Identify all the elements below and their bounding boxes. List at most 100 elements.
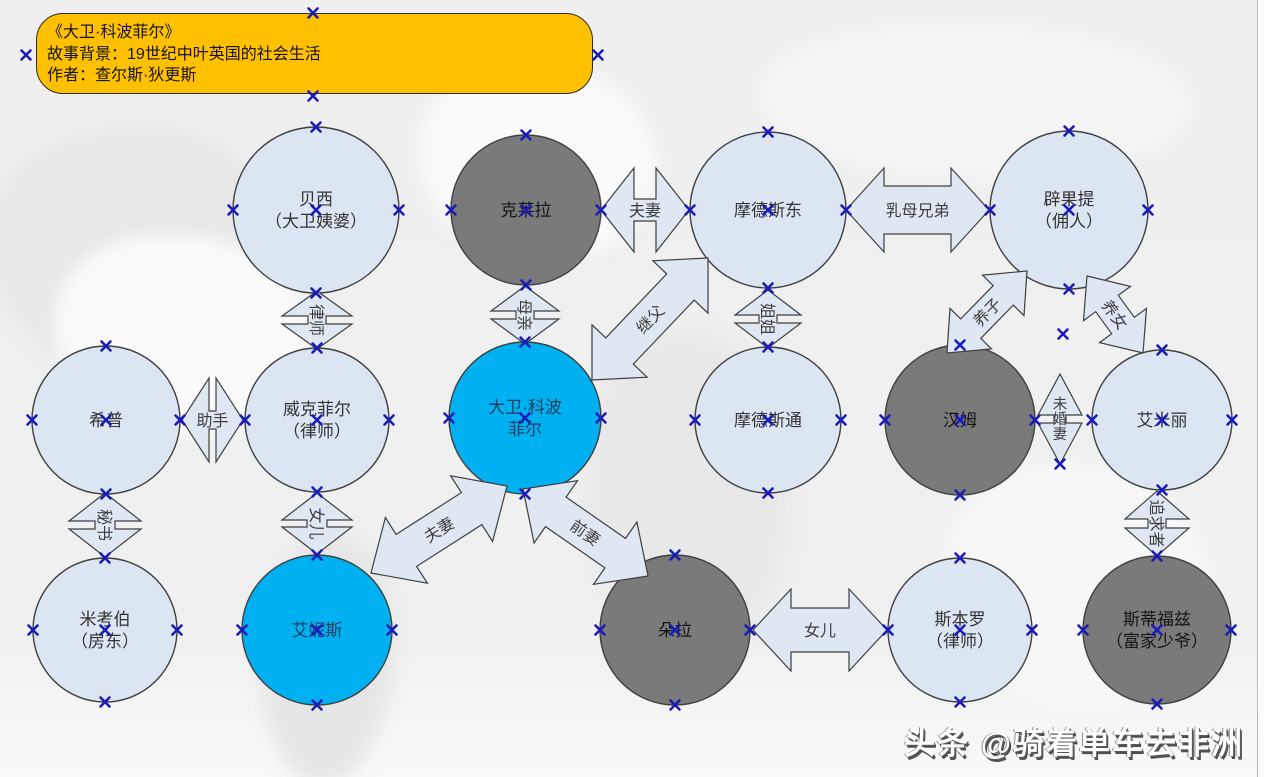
selection-handle-x-icon[interactable]: [310, 287, 322, 299]
selection-handle-x-icon[interactable]: [519, 336, 531, 348]
selection-handle-x-icon[interactable]: [307, 7, 319, 19]
selection-handle-x-icon[interactable]: [1156, 484, 1168, 496]
selection-handle-x-icon[interactable]: [100, 488, 112, 500]
selection-handle-x-icon[interactable]: [592, 49, 604, 61]
selection-handle-x-icon[interactable]: [520, 204, 532, 216]
arrow-suitor[interactable]: 追求者: [1123, 490, 1191, 557]
selection-handle-x-icon[interactable]: [26, 414, 38, 426]
arrow-stepfather[interactable]: 继父: [591, 257, 709, 381]
selection-handle-x-icon[interactable]: [669, 549, 681, 561]
selection-handle-x-icon[interactable]: [595, 204, 607, 216]
selection-handle-x-icon[interactable]: [882, 624, 894, 636]
selection-handle-x-icon[interactable]: [311, 414, 323, 426]
selection-handle-x-icon[interactable]: [443, 412, 455, 424]
selection-handle-x-icon[interactable]: [984, 204, 996, 216]
selection-handle-x-icon[interactable]: [1156, 344, 1168, 356]
selection-handle-x-icon[interactable]: [99, 552, 111, 564]
selection-handle-x-icon[interactable]: [236, 624, 248, 636]
arrow-couple-top[interactable]: 夫妻: [600, 166, 690, 254]
arrow-adopted-daughter[interactable]: 养女: [1082, 275, 1148, 354]
selection-handle-x-icon[interactable]: [954, 339, 966, 351]
selection-handle-x-icon[interactable]: [762, 341, 774, 353]
selection-handle-x-icon[interactable]: [1142, 204, 1154, 216]
selection-handle-x-icon[interactable]: [519, 488, 531, 500]
selection-handle-x-icon[interactable]: [1063, 283, 1075, 295]
selection-handle-x-icon[interactable]: [311, 624, 323, 636]
selection-handle-x-icon[interactable]: [445, 204, 457, 216]
selection-handle-x-icon[interactable]: [1151, 624, 1163, 636]
selection-handle-x-icon[interactable]: [744, 624, 756, 636]
selection-handle-x-icon[interactable]: [954, 414, 966, 426]
arrow-wet-nurse-brothers[interactable]: 乳母兄弟: [845, 166, 990, 254]
selection-handle-x-icon[interactable]: [307, 90, 319, 102]
selection-handle-x-icon[interactable]: [311, 486, 323, 498]
selection-handle-x-icon[interactable]: [594, 624, 606, 636]
selection-handle-x-icon[interactable]: [669, 699, 681, 711]
arrow-secretary[interactable]: 秘书: [67, 492, 143, 558]
arrow-couple-bottom[interactable]: 夫妻: [370, 474, 508, 585]
arrow-lawyer[interactable]: 律师: [280, 290, 354, 350]
selection-handle-x-icon[interactable]: [100, 340, 112, 352]
selection-handle-x-icon[interactable]: [1156, 414, 1168, 426]
selection-handle-x-icon[interactable]: [954, 624, 966, 636]
selection-handle-x-icon[interactable]: [1151, 698, 1163, 710]
arrow-ex-wife[interactable]: 前妻: [522, 479, 649, 586]
selection-handle-x-icon[interactable]: [227, 204, 239, 216]
selection-handle-x-icon[interactable]: [762, 282, 774, 294]
selection-handle-x-icon[interactable]: [669, 624, 681, 636]
selection-handle-x-icon[interactable]: [762, 204, 774, 216]
arrow-daughter-left[interactable]: 女儿: [280, 492, 354, 555]
selection-handle-x-icon[interactable]: [879, 414, 891, 426]
selection-handle-x-icon[interactable]: [393, 204, 405, 216]
selection-handle-x-icon[interactable]: [1057, 328, 1069, 340]
node-label: 大卫·科波菲尔: [488, 398, 562, 439]
selection-handle-x-icon[interactable]: [595, 412, 607, 424]
selection-handle-x-icon[interactable]: [954, 489, 966, 501]
arrow-adopted-son[interactable]: 养子: [946, 270, 1028, 354]
arrow-daughter-bottom[interactable]: 女儿: [752, 587, 888, 673]
selection-handle-x-icon[interactable]: [171, 624, 183, 636]
arrow-sister[interactable]: 姐姐: [733, 289, 803, 349]
selection-handle-x-icon[interactable]: [684, 204, 696, 216]
selection-handle-x-icon[interactable]: [1026, 624, 1038, 636]
selection-handle-x-icon[interactable]: [954, 552, 966, 564]
selection-handle-x-icon[interactable]: [762, 414, 774, 426]
selection-handle-x-icon[interactable]: [1029, 414, 1041, 426]
selection-handle-x-icon[interactable]: [310, 121, 322, 133]
selection-handle-x-icon[interactable]: [99, 696, 111, 708]
selection-handle-x-icon[interactable]: [99, 624, 111, 636]
selection-handle-x-icon[interactable]: [1063, 204, 1075, 216]
selection-handle-x-icon[interactable]: [1077, 624, 1089, 636]
selection-handle-x-icon[interactable]: [1063, 125, 1075, 137]
arrow-mother[interactable]: 母亲: [489, 285, 561, 345]
selection-handle-x-icon[interactable]: [1226, 414, 1238, 426]
selection-handle-x-icon[interactable]: [1086, 414, 1098, 426]
selection-handle-x-icon[interactable]: [689, 414, 701, 426]
selection-handle-x-icon[interactable]: [954, 696, 966, 708]
selection-handle-x-icon[interactable]: [386, 624, 398, 636]
selection-handle-x-icon[interactable]: [20, 49, 32, 61]
selection-handle-x-icon[interactable]: [520, 129, 532, 141]
title-box[interactable]: 《大卫·科波菲尔》 故事背景：19世纪中叶英国的社会生活 作者：查尔斯·狄更斯: [36, 13, 593, 94]
selection-handle-x-icon[interactable]: [762, 126, 774, 138]
selection-handle-x-icon[interactable]: [311, 549, 323, 561]
selection-handle-x-icon[interactable]: [27, 624, 39, 636]
selection-handle-x-icon[interactable]: [1151, 550, 1163, 562]
arrow-fiancee[interactable]: 未婚妻: [1036, 372, 1084, 466]
selection-handle-x-icon[interactable]: [311, 699, 323, 711]
selection-handle-x-icon[interactable]: [519, 412, 531, 424]
selection-handle-x-icon[interactable]: [310, 204, 322, 216]
selection-handle-x-icon[interactable]: [1225, 624, 1237, 636]
selection-handle-x-icon[interactable]: [840, 204, 852, 216]
selection-handle-x-icon[interactable]: [100, 414, 112, 426]
selection-handle-x-icon[interactable]: [239, 414, 251, 426]
selection-handle-x-icon[interactable]: [520, 279, 532, 291]
selection-handle-x-icon[interactable]: [311, 342, 323, 354]
arrow-assistant[interactable]: 助手: [181, 375, 244, 465]
selection-handle-x-icon[interactable]: [383, 414, 395, 426]
selection-handle-x-icon[interactable]: [1054, 458, 1066, 470]
selection-handle-x-icon[interactable]: [835, 414, 847, 426]
arrow-label: 姐姐: [758, 303, 776, 335]
selection-handle-x-icon[interactable]: [174, 414, 186, 426]
selection-handle-x-icon[interactable]: [762, 487, 774, 499]
